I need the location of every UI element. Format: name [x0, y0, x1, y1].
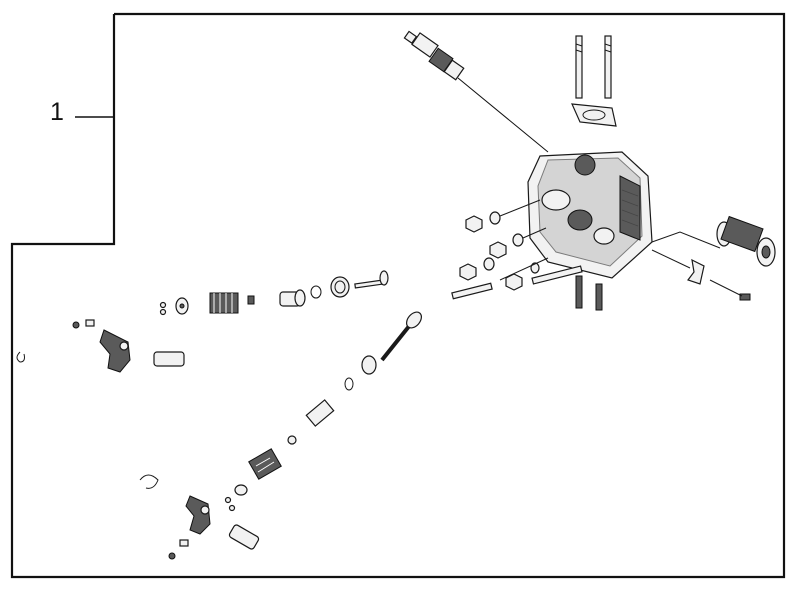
intake-valve-train: [159, 270, 389, 316]
callout-number: 1: [50, 98, 64, 126]
cylinder-studs: [575, 35, 612, 99]
rocker-arm-upper: [16, 319, 185, 373]
exhaust-valve-train: [139, 448, 282, 560]
cam-bracket: [651, 249, 751, 301]
exhaust-valve: [287, 311, 422, 445]
spark-plug: [403, 30, 549, 153]
cylinder-head: [527, 151, 721, 279]
camshaft: [716, 215, 776, 267]
exhaust-gasket: [571, 103, 617, 127]
head-bolts: [451, 199, 603, 311]
assembly-boundary: [10, 12, 786, 579]
